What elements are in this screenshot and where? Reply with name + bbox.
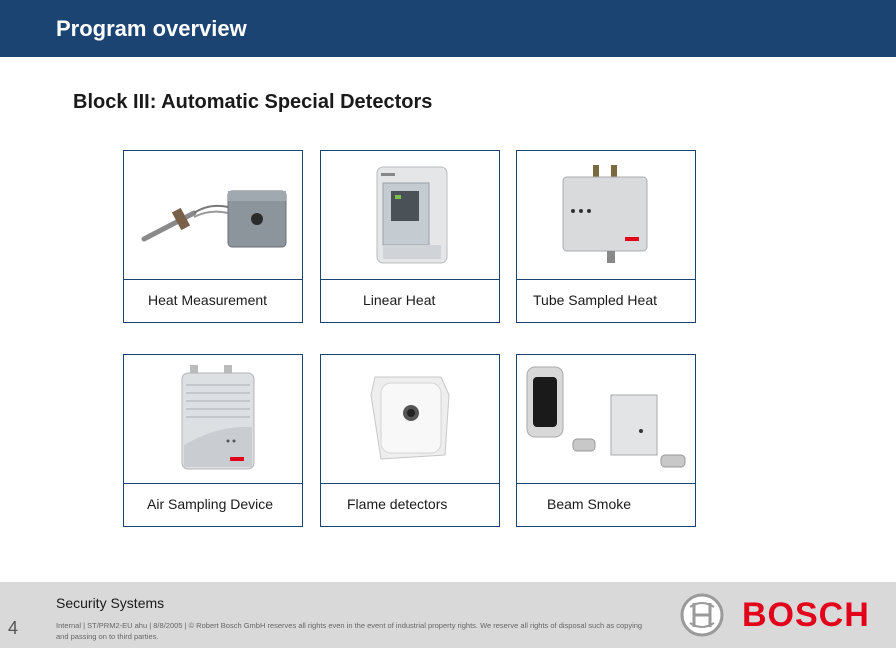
product-label: Beam Smoke xyxy=(547,496,632,512)
product-label: Tube Sampled Heat xyxy=(533,292,657,308)
product-label: Flame detectors xyxy=(347,496,448,512)
product-card-tube-sampled-heat[interactable]: Tube Sampled Heat xyxy=(516,150,696,323)
product-label: Heat Measurement xyxy=(148,292,268,308)
product-card-heat-measurement[interactable]: Heat Measurement xyxy=(123,150,303,323)
product-card-beam-smoke[interactable]: Beam Smoke xyxy=(516,354,696,527)
product-card-linear-heat[interactable]: Linear Heat xyxy=(320,150,500,323)
flame-detectors-image xyxy=(321,355,499,483)
header-bar: Program overview xyxy=(0,0,896,57)
product-label: Linear Heat xyxy=(363,292,436,308)
bosch-logo: BOSCH xyxy=(742,596,870,634)
footer: Security Systems 4 Internal | ST/PRM2-EU… xyxy=(0,582,896,648)
bosch-armature-icon xyxy=(680,593,724,642)
beam-smoke-image xyxy=(517,355,695,483)
page-title: Program overview xyxy=(56,16,247,41)
page-number: 4 xyxy=(8,618,19,638)
product-card-air-sampling-device[interactable]: Air Sampling Device xyxy=(123,354,303,527)
product-label: Air Sampling Device xyxy=(147,496,274,512)
legal-notice: Internal | ST/PRM2-EU ahu | 8/8/2005 | ©… xyxy=(56,621,643,641)
block-title: Block III: Automatic Special Detectors xyxy=(73,91,433,113)
tube-sampled-heat-image xyxy=(517,151,695,279)
linear-heat-image xyxy=(321,151,499,279)
footer-section-name: Security Systems xyxy=(56,595,165,611)
heat-measurement-image xyxy=(124,151,302,279)
air-sampling-device-image xyxy=(124,355,302,483)
product-card-flame-detectors[interactable]: Flame detectors xyxy=(320,354,500,527)
